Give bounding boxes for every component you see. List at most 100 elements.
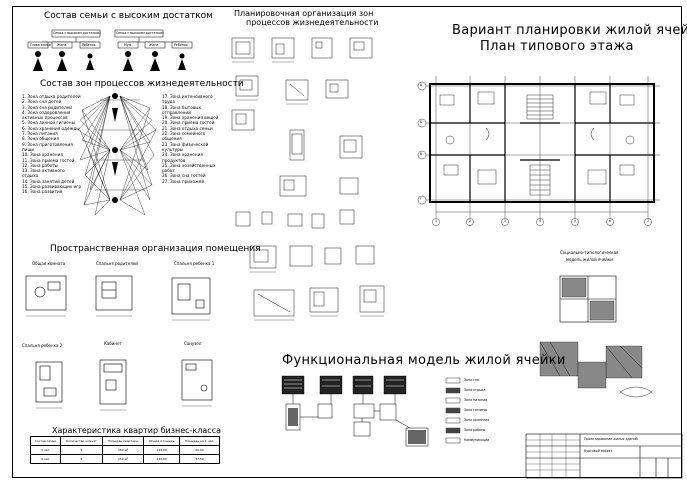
family-member-4: Муж xyxy=(124,43,132,47)
table-cell: 132,00 xyxy=(143,454,180,464)
family-box-2: Семья с высоким достатком xyxy=(116,31,164,35)
socio-typological-model xyxy=(539,275,653,398)
room-label-living: Общая комната xyxy=(32,261,66,266)
family-member-1: Глава семьи xyxy=(30,43,51,47)
family-member-2: Жена xyxy=(57,43,67,47)
zone-item: 18. Зона бытовых отправлений xyxy=(162,104,202,115)
socio-heading-line2: модель жилой ячейки xyxy=(566,257,613,262)
zones-heading: Состав зон процессов жизнедеятельности xyxy=(40,79,244,89)
planning-zone-cards xyxy=(231,37,385,317)
zone-item: 13. Зона активного отдыха xyxy=(22,168,65,179)
zone-item: 2. Зона сна детей xyxy=(22,99,62,105)
zone-item: 25. Зона хозяйственных работ xyxy=(162,162,216,174)
zone-item: 19. Зона хранения вещей xyxy=(162,115,219,121)
zone-item: 4. Зона оздоровления активных процессов xyxy=(22,109,71,121)
characteristics-table: Состав семьи Количество комнат Площадь к… xyxy=(29,436,221,464)
grid-axis-2: 2 xyxy=(469,219,472,223)
zone-item: 3. Зона сна родителей xyxy=(22,104,72,110)
functional-model xyxy=(281,375,461,447)
family-box-1: Семья с высоким достатком xyxy=(53,31,101,35)
family-member-3: Ребенок xyxy=(82,43,96,47)
zone-item: 24. Зона хранения продуктов xyxy=(162,152,203,163)
zone-item: 5. Зона личной гигиены xyxy=(22,120,75,126)
room-label-office: Кабинет xyxy=(104,341,122,346)
zone-item: 27. Зона прихожей xyxy=(162,178,205,184)
zone-item: 11. Зона приема гостей xyxy=(22,157,75,163)
legend-item-4: Зона гигиены xyxy=(464,408,488,412)
zone-list-left: 1. Зона отдыха родителей 2. Зона сна дет… xyxy=(22,94,82,195)
zone-item: 17. Зона интенсивного труда xyxy=(162,94,213,105)
zone-item: 23. Зона физической культуры xyxy=(162,141,209,152)
table-cell: 5 xyxy=(60,445,103,455)
zone-item: 15. Зона развивающих игр xyxy=(22,184,82,190)
table-header-row: Состав семьи Количество комнат Площадь к… xyxy=(29,436,221,446)
grid-axis-1: 1 xyxy=(435,219,438,223)
table-cell: 144,00 xyxy=(143,445,180,455)
zone-item: 26. Зона сна гостей xyxy=(162,173,206,179)
grid-axis-b: Б xyxy=(420,120,423,124)
variant-heading-line1: Вариант планировки жилой ячейки xyxy=(452,23,687,38)
legend-item-6: Зона работы xyxy=(464,428,486,432)
typical-floor-plan xyxy=(417,76,660,226)
table-cell: 40,00 xyxy=(178,445,221,455)
grid-axis-5: 5 xyxy=(574,219,577,223)
zone-item: 16. Зона развития xyxy=(22,189,63,195)
table-cell: 4 чел. xyxy=(29,454,62,464)
title-block xyxy=(525,433,683,479)
zone-item: 10. Зона хранения xyxy=(22,152,63,158)
socio-heading-line1: Социально-типологическая xyxy=(560,250,619,255)
grid-axis-3: 3 xyxy=(504,219,507,223)
grid-axis-7: 7 xyxy=(647,219,650,223)
planning-heading-line2: процессов жизнедеятельности xyxy=(246,18,379,27)
stamp-subtitle: Курсовой проект xyxy=(584,449,613,453)
family-tree xyxy=(27,29,193,49)
zone-item: 6. Зона хранения одежды xyxy=(22,125,80,131)
zone-list-right: 17. Зона интенсивного труда 18. Зона быт… xyxy=(162,94,224,184)
legend-item-1: Зона сна xyxy=(464,378,479,382)
table-header-cell: Площадь квартиры xyxy=(101,436,145,446)
table-cell: 5 xyxy=(60,454,103,464)
table-header-cell: Площадь на 1 чел. xyxy=(178,436,221,446)
zone-nodes xyxy=(112,93,118,203)
family-figures xyxy=(33,51,186,71)
table-header-cell: Состав семьи xyxy=(29,436,62,446)
zone-item: 12. Зона работы xyxy=(22,162,58,168)
grid-axis-6: 6 xyxy=(609,219,612,223)
family-heading: Состав семьи с высоким достатком xyxy=(44,11,213,21)
table-cell: 160 м² xyxy=(101,445,145,455)
table-header-cell: Количество комнат xyxy=(60,436,103,446)
zone-item: 9. Зона приготовления пищи xyxy=(22,141,73,152)
spatial-room-plans xyxy=(25,275,213,405)
legend-item-2: Зона отдыха xyxy=(464,388,486,392)
table-cell: 150 м² xyxy=(101,454,145,464)
zone-item: 7. Зона питания xyxy=(22,131,58,137)
grid-axis-v: В xyxy=(420,152,423,156)
room-label-bathroom: Санузел xyxy=(184,341,202,346)
grid-axis-a: А xyxy=(420,83,423,87)
room-label-child1: Спальня ребенка 1 xyxy=(174,261,215,266)
family-member-5: Жена xyxy=(149,43,159,47)
drawing-sheet xyxy=(12,6,682,478)
characteristics-heading: Характеристика квартир бизнес-класса xyxy=(52,426,221,435)
planning-heading-line1: Планировочная организация зон xyxy=(234,9,374,18)
spatial-dimensions xyxy=(26,315,212,411)
table-header-cell: Общая площадь xyxy=(143,436,180,446)
room-label-child2: Спальня ребенка 2 xyxy=(22,343,63,348)
table-cell: 4 чел. xyxy=(29,445,62,455)
stamp-title: Проектирование жилых зданий xyxy=(584,437,638,441)
table-row: 4 чел. 5 160 м² 144,00 40,00 xyxy=(29,445,221,455)
zone-item: 21. Зона отдыха семьи xyxy=(162,125,213,131)
legend-item-3: Зона питания xyxy=(464,398,488,402)
zone-item: 20. Зона приема гостей xyxy=(162,120,215,126)
grid-axis-g: Г xyxy=(420,197,422,201)
table-cell: 37,50 xyxy=(178,454,221,464)
legend-item-7: Коммуникации xyxy=(464,438,490,442)
zone-item: 14. Зона занятий детей xyxy=(22,178,75,184)
zone-network-diagram xyxy=(77,95,157,216)
functional-heading: Функциональная модель жилой ячейки xyxy=(282,353,566,368)
grid-axis-4: 4 xyxy=(539,219,542,223)
spatial-heading: Пространственная организация помещения xyxy=(50,244,261,254)
zone-item: 22. Зона семейного общения xyxy=(162,131,206,142)
room-label-parents: Спальня родителей xyxy=(96,261,138,266)
